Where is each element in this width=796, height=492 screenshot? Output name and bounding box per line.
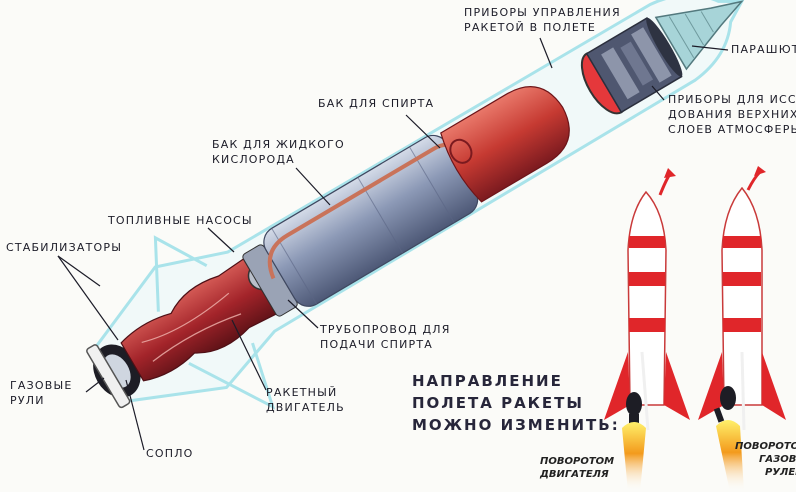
label-control-instruments: ПРИБОРЫ УПРАВЛЕНИЯ РАКЕТОЙ В ПОЛЕТЕ — [464, 6, 621, 34]
main-rocket — [86, 0, 745, 410]
steer-arrow-2 — [746, 170, 762, 191]
caption-by-engine: ПОВОРОТОМ ДВИГАТЕЛЯ — [540, 456, 615, 480]
direction-heading: НАПРАВЛЕНИЕ ПОЛЕТА РАКЕТЫ МОЖНО ИЗМЕНИТЬ… — [412, 372, 620, 434]
small-rocket-2-engine — [720, 386, 736, 410]
parachute-cone-shape — [654, 0, 744, 71]
label-oxygen-tank: БАК ДЛЯ ЖИДКОГО КИСЛОРОДА — [212, 138, 345, 166]
label-nozzle: СОПЛО — [146, 447, 194, 460]
flame-2 — [716, 420, 744, 492]
label-research-instruments: ПРИБОРЫ ДЛЯ ИССЛЕ ДОВАНИЯ ВЕРХНИХ СЛОЕВ … — [668, 93, 796, 136]
small-rocket-2-rudder — [713, 407, 725, 423]
caption-by-rudders: ПОВОРОТОМ ГАЗОВЫ РУЛЕЙ — [735, 441, 796, 478]
rocket-fin-lower — [188, 342, 276, 410]
rocket-engine-shape — [120, 258, 277, 382]
flame-1 — [622, 422, 646, 492]
label-pipeline: ТРУБОПРОВОД ДЛЯ ПОДАЧИ СПИРТА — [320, 323, 451, 351]
rocket-fin-upper — [153, 235, 208, 312]
small-rocket-1-engine — [626, 392, 642, 416]
label-gas-rudders: ГАЗОВЫЕ РУЛИ — [10, 379, 73, 407]
small-rocket-engine-steer — [604, 168, 690, 492]
alcohol-tank-shape — [440, 86, 570, 203]
label-parachute: ПАРАШЮТ — [731, 43, 796, 56]
label-rocket-engine: РАКЕТНЫЙ ДВИГАТЕЛЬ — [266, 386, 345, 414]
small-rocket-rudder-steer — [698, 166, 786, 492]
label-fuel-pumps: ТОПЛИВНЫЕ НАСОСЫ — [108, 214, 253, 227]
pointer-lines — [57, 37, 729, 451]
small-rocket-1-body — [627, 190, 667, 406]
label-stabilizers: СТАБИЛИЗАТОРЫ — [6, 241, 123, 254]
label-alcohol-tank: БАК ДЛЯ СПИРТА — [318, 97, 435, 110]
